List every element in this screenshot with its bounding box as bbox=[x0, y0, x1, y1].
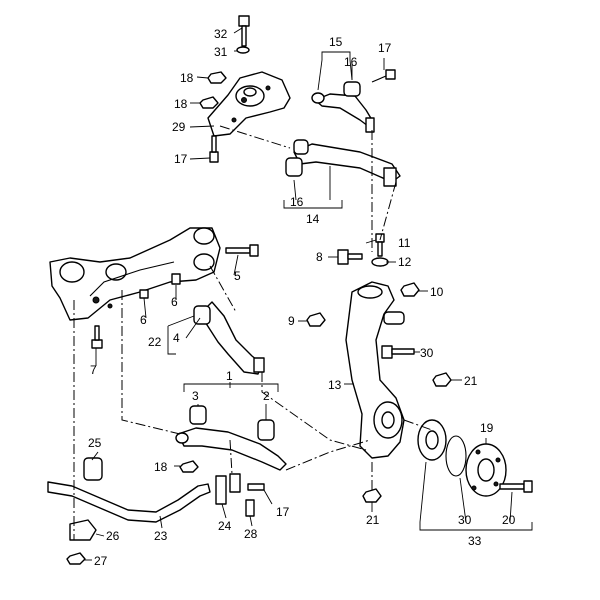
bolt-17-right bbox=[371, 69, 396, 83]
label-7: 7 bbox=[90, 363, 97, 377]
bolt-30-upper bbox=[381, 345, 415, 359]
label-20: 20 bbox=[502, 513, 516, 527]
label-22: 22 bbox=[148, 335, 162, 349]
label-31: 31 bbox=[214, 45, 228, 59]
label-17-left: 17 bbox=[174, 152, 188, 166]
lower-arm-22 bbox=[193, 301, 265, 375]
label-18-top: 18 bbox=[180, 71, 194, 85]
label-16-bottom: 16 bbox=[290, 195, 304, 209]
bolt-32 bbox=[238, 15, 250, 47]
label-26: 26 bbox=[106, 529, 120, 543]
link-24 bbox=[215, 473, 241, 505]
label-1: 1 bbox=[226, 369, 233, 383]
label-4: 4 bbox=[173, 331, 180, 345]
stabilizer-bar-23 bbox=[47, 481, 211, 523]
nut-18-top bbox=[207, 71, 227, 84]
circlip bbox=[445, 435, 467, 477]
label-2: 2 bbox=[263, 389, 270, 403]
bolt-28 bbox=[245, 499, 255, 517]
leader-lines bbox=[84, 27, 533, 561]
label-24: 24 bbox=[218, 519, 232, 533]
wheel-hub-19 bbox=[465, 443, 507, 497]
label-30-lower: 30 bbox=[458, 513, 472, 527]
label-17-lower: 17 bbox=[276, 505, 290, 519]
label-11: 11 bbox=[398, 236, 411, 250]
label-9: 9 bbox=[288, 314, 295, 328]
upper-arm-15 bbox=[311, 81, 375, 133]
label-6-left: 6 bbox=[140, 313, 147, 327]
label-21-upper: 21 bbox=[464, 374, 478, 388]
label-13: 13 bbox=[328, 378, 342, 392]
label-17-right: 17 bbox=[378, 41, 392, 55]
bolt-5 bbox=[225, 244, 259, 257]
label-16-top: 16 bbox=[344, 55, 358, 69]
nut-27 bbox=[66, 552, 86, 565]
nut-18-lower bbox=[179, 460, 199, 473]
upper-arm-14 bbox=[285, 139, 401, 187]
label-3: 3 bbox=[192, 389, 199, 403]
label-25: 25 bbox=[88, 436, 102, 450]
label-32: 32 bbox=[214, 27, 228, 41]
washer-31 bbox=[236, 46, 250, 54]
assembly-lines bbox=[73, 125, 433, 540]
label-29: 29 bbox=[172, 120, 186, 134]
label-30-upper: 30 bbox=[420, 346, 434, 360]
label-14: 14 bbox=[306, 212, 320, 226]
nut-21-lower bbox=[362, 488, 382, 503]
bolt-7 bbox=[91, 325, 103, 349]
label-18-lower: 18 bbox=[154, 460, 168, 474]
label-23: 23 bbox=[154, 529, 168, 543]
upper-mount-bracket bbox=[207, 71, 291, 137]
clamp-26 bbox=[69, 519, 97, 541]
label-12: 12 bbox=[398, 255, 412, 269]
label-18-mid: 18 bbox=[174, 97, 188, 111]
bolt-17-left bbox=[209, 135, 219, 163]
bolt-11 bbox=[375, 233, 385, 257]
nut-10 bbox=[400, 282, 420, 297]
label-28: 28 bbox=[244, 527, 258, 541]
label-33: 33 bbox=[468, 534, 482, 548]
nut-9 bbox=[306, 312, 326, 327]
label-21-lower: 21 bbox=[366, 513, 380, 527]
subframe bbox=[49, 227, 221, 321]
washer-12 bbox=[371, 257, 389, 267]
nut-18-mid bbox=[199, 96, 219, 109]
label-10: 10 bbox=[430, 285, 444, 299]
bushing-25 bbox=[83, 457, 103, 481]
wheel-bearing bbox=[417, 419, 447, 461]
label-6-right: 6 bbox=[171, 295, 178, 309]
label-19: 19 bbox=[480, 421, 494, 435]
label-8: 8 bbox=[316, 250, 323, 264]
label-15: 15 bbox=[329, 35, 343, 49]
steering-knuckle-13 bbox=[345, 281, 405, 459]
hub-bolt-20 bbox=[499, 480, 533, 493]
bolt-8 bbox=[337, 249, 363, 265]
nut-21-upper bbox=[432, 372, 452, 387]
label-27: 27 bbox=[94, 554, 108, 568]
bolt-17-lower bbox=[247, 483, 265, 491]
part-labels: 32 31 18 18 29 17 15 16 17 16 14 5 6 6 7… bbox=[88, 27, 516, 568]
label-5: 5 bbox=[234, 269, 241, 283]
